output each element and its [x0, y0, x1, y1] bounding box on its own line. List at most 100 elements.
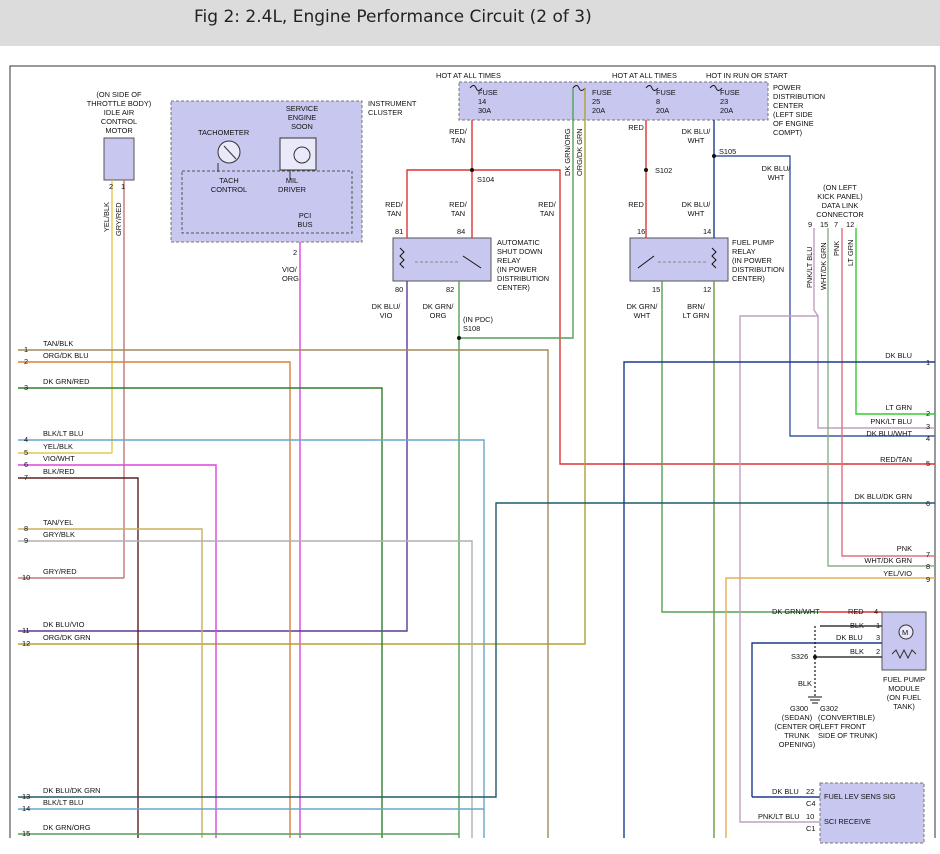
iac-pin-1: 1: [121, 182, 125, 191]
ground-conv-1: (CONVERTIBLE): [818, 713, 875, 722]
vio-org-2: ORG: [282, 274, 299, 283]
fuse-8-rating: 20A: [656, 106, 669, 115]
fuel-pump-relay-box: [629, 237, 729, 282]
pdc-label-3: CENTER: [773, 101, 803, 110]
left-wire-label: BLK/LT BLU: [43, 429, 83, 438]
iac-wire-yel-blk: YEL/BLK: [102, 202, 111, 232]
fuse-23-name: FUSE: [720, 88, 740, 97]
left-wire-num: 13: [22, 792, 30, 801]
fpm-label-2: MODULE: [888, 684, 920, 693]
fuel-pump-module-box: [881, 611, 927, 671]
iac-pin-2: 2: [109, 182, 113, 191]
dlc-wire-wht-dk-grn: WHT/DK GRN: [819, 242, 828, 290]
ground-g302: G302: [820, 704, 838, 713]
pcm-sci-receive: SCI RECEIVE: [824, 817, 871, 826]
pdc-label-1: POWER: [773, 83, 801, 92]
right-wire-label: DK BLU/DK GRN: [855, 492, 913, 501]
wire-label-dkbluwht-b1: DK BLU/: [762, 164, 792, 173]
left-wire-num: 6: [24, 460, 28, 469]
left-wire-num: 2: [24, 357, 28, 366]
wire-tan-yel: [18, 528, 203, 838]
left-wire-label: DK GRN/RED: [43, 377, 89, 386]
wire-gry-blk: [18, 540, 473, 838]
dlc-wire-pnk-lt-blu: PNK/LT BLU: [805, 246, 814, 288]
pcm-conn-c1: C1: [806, 824, 815, 833]
fuse-14-rating: 30A: [478, 106, 491, 115]
wire-dk-blu-right: [623, 361, 935, 838]
pci-bus-1: PCI: [299, 211, 311, 220]
asd-coil-icon: [399, 247, 405, 269]
wire-label-red-tan-d1: RED/: [538, 200, 557, 209]
figure-header-bar: Fig 2: 2.4L, Engine Performance Circuit …: [0, 0, 940, 46]
hot-label-1: HOT AT ALL TIMES: [436, 71, 501, 80]
left-wire-num: 8: [24, 524, 28, 533]
iac-label-3: IDLE AIR: [104, 108, 134, 117]
pcm-connector-box: [819, 782, 925, 844]
splice-s104: S104: [477, 175, 494, 184]
pcm-conn-c4: C4: [806, 799, 815, 808]
fpr-pin-14: 14: [703, 227, 711, 236]
iac-wire-gry-red: GRY/RED: [114, 202, 123, 236]
asd-label-1: AUTOMATIC: [497, 238, 541, 247]
fpm-wire-red: RED: [848, 607, 864, 616]
wire-dlc-lt-grn: [855, 228, 935, 415]
left-wire-num: 7: [24, 473, 28, 482]
left-wire-label: BLK/LT BLU: [43, 798, 83, 807]
wire-label-red-tan-b1: RED/: [385, 200, 404, 209]
iac-label-5: MOTOR: [105, 126, 132, 135]
splice-s102: S102: [655, 166, 672, 175]
left-wire-label: DK GRN/ORG: [43, 823, 91, 832]
right-wire-num: 9: [926, 575, 930, 584]
fuse-25-rating: 20A: [592, 106, 605, 115]
wire-label-dkgrnorg-b1: DK GRN/: [423, 302, 455, 311]
page-title: Fig 2: 2.4L, Engine Performance Circuit …: [194, 7, 592, 27]
dlc-pin-9: 9: [808, 220, 812, 229]
asd-label-6: CENTER): [497, 283, 530, 292]
wire-label-dkbluwht-a1: DK BLU/: [682, 127, 712, 136]
wire-label-red-tan-c2: TAN: [451, 209, 465, 218]
wire-label-red-tan-a2: TAN: [451, 136, 465, 145]
cluster-label-2: CLUSTER: [368, 108, 403, 117]
hot-label-3: HOT IN RUN OR START: [706, 71, 788, 80]
wire-dk-grn-org-s108: [459, 88, 574, 339]
splice-s104-dot: [470, 168, 474, 172]
ses-label-2: ENGINE: [288, 113, 316, 122]
left-wire-label: ORG/DK BLU: [43, 351, 89, 360]
pdc-label-5: OF ENGINE: [773, 119, 814, 128]
fuse-23-symbol: [709, 85, 723, 91]
left-wire-num: 14: [22, 804, 30, 813]
diagram-frame: [9, 65, 936, 838]
right-wire-label: LT GRN: [886, 403, 912, 412]
ses-label-3: SOON: [291, 122, 313, 131]
wire-dk-blu-wht-dlc: [714, 155, 935, 437]
instrument-cluster-box: [170, 100, 363, 243]
wire-label-red-tan-c1: RED/: [449, 200, 468, 209]
wire-label-dkbluwht-c1: DK BLU/: [682, 200, 712, 209]
splice-s326-dot: [813, 655, 817, 659]
left-wire-label: TAN/YEL: [43, 518, 73, 527]
dlc-pin-15: 15: [820, 220, 828, 229]
wire-label-brnltgrn-2: LT GRN: [683, 311, 709, 320]
fpr-label-2: RELAY: [732, 247, 756, 256]
pcm-wire-pnkltblu: PNK/LT BLU: [758, 812, 800, 821]
asd-pin-81: 81: [395, 227, 403, 236]
left-wire-label: GRY/BLK: [43, 530, 75, 539]
left-wire-label: TAN/BLK: [43, 339, 73, 348]
pcm-pin-22: 22: [806, 787, 814, 796]
fpr-pin-15: 15: [652, 285, 660, 294]
right-wire-num: 4: [926, 434, 930, 443]
left-wire-label: YEL/BLK: [43, 442, 73, 451]
pdc-label-6: COMPT): [773, 128, 802, 137]
ses-label-1: SERVICE: [286, 104, 318, 113]
wire-label-orgdkgrn: ORG/DK GRN: [575, 128, 584, 176]
tachometer-label: TACHOMETER: [198, 128, 249, 137]
wire-label-dkbluvio-2: VIO: [380, 311, 393, 320]
right-wire-label: YEL/VIO: [883, 569, 912, 578]
vio-org-1: VIO/: [282, 265, 298, 274]
fuse-8-symbol: [645, 85, 659, 91]
asd-switch-icon: [462, 255, 482, 269]
fpr-coil-icon: [711, 247, 717, 269]
wire-org-dk-blu: [18, 361, 291, 838]
wire-dk-blu-dk-grn: [18, 502, 935, 798]
